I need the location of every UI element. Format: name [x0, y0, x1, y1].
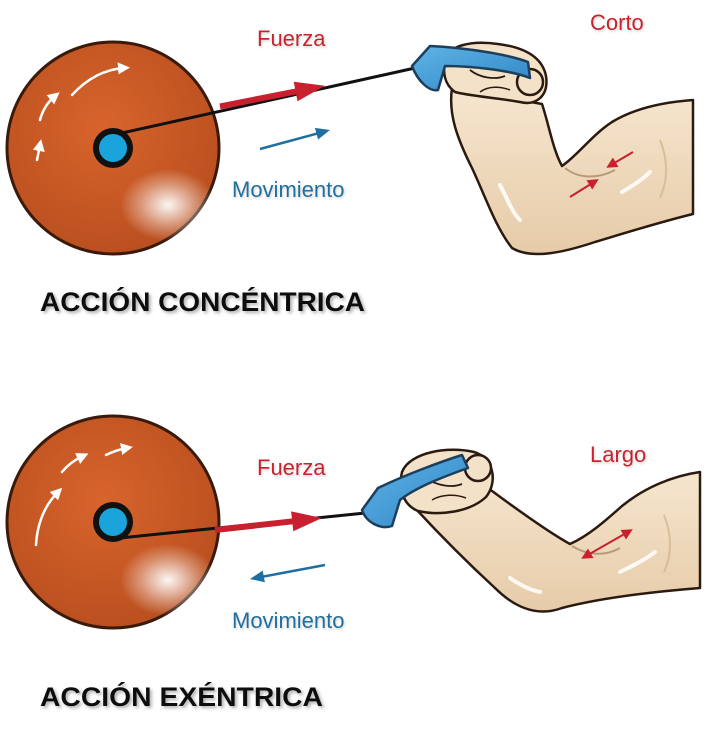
disk-center-hub	[93, 502, 133, 542]
flexed-arm-icon	[442, 41, 695, 256]
rotation-arrows-icon	[32, 62, 130, 162]
muscle-shortening-arrows-icon	[569, 151, 634, 198]
cable-handle-icon	[360, 453, 470, 529]
force-arrow-icon	[219, 81, 325, 110]
force-label: Fuerza	[257, 26, 326, 51]
panel-concentric: Fuerza Movimiento Corto ACCIÓN CO	[5, 10, 695, 317]
extended-arm-icon	[399, 448, 702, 613]
muscle-lengthening-arrow-icon	[581, 529, 633, 559]
muscle-state-label: Corto	[590, 10, 644, 35]
disk-center-hub	[93, 128, 133, 168]
movement-label: Movimiento	[232, 608, 344, 633]
panel-title: ACCIÓN EXÉNTRICA	[40, 681, 323, 712]
force-arrow-icon	[214, 511, 322, 533]
rotation-arrows-icon	[34, 443, 133, 547]
muscle-state-label: Largo	[590, 442, 646, 467]
cable-line	[112, 66, 416, 137]
cable-handle-icon	[410, 44, 532, 92]
movement-arrow-icon	[250, 563, 326, 583]
movement-label: Movimiento	[232, 177, 344, 202]
panel-title: ACCIÓN CONCÉNTRICA	[40, 286, 365, 317]
movement-arrow-icon	[259, 127, 330, 151]
panel-eccentric: Fuerza Movimiento Largo ACCIÓN EXÉNTRICA	[5, 414, 702, 712]
force-label: Fuerza	[257, 455, 326, 480]
